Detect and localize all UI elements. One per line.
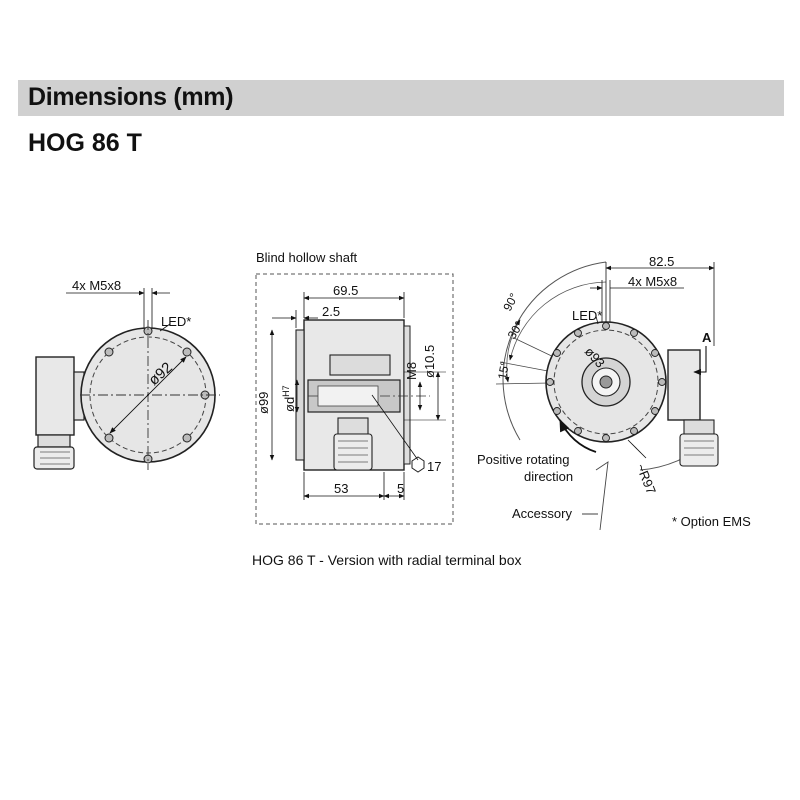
- hex-label: 17: [427, 459, 441, 474]
- option-note: * Option EMS: [672, 514, 751, 529]
- cable-gland-middle: [333, 433, 373, 471]
- terminal-box-front: [667, 349, 701, 421]
- hex-nut-icon: [411, 456, 425, 473]
- right-bolt-label: 4x M5x8: [628, 274, 677, 289]
- dim-base-label: 53: [334, 481, 348, 496]
- bolt-hole: [182, 347, 192, 357]
- header-bar: Dimensions (mm): [18, 80, 784, 116]
- drawing-caption: HOG 86 T - Version with radial terminal …: [252, 552, 522, 568]
- dim-length-label: 69.5: [333, 283, 358, 298]
- accessory-label: Accessory: [512, 506, 572, 521]
- dim-offset-label: 2.5: [322, 304, 340, 319]
- bolt-hole: [182, 433, 192, 443]
- rotate-label-2: direction: [524, 469, 573, 484]
- left-led-label: LED*: [161, 314, 191, 329]
- dim-outer-label: ø99: [256, 392, 271, 414]
- dim-width-label: 82.5: [649, 254, 674, 269]
- header-title: Dimensions (mm): [28, 83, 234, 111]
- right-led-label: LED*: [572, 308, 602, 323]
- middle-view: Blind hollow shaft: [255, 250, 454, 525]
- dim-thread-label: M8: [404, 362, 419, 380]
- rotate-label-1: Positive rotating: [477, 452, 570, 467]
- angle-30-label: 30°: [505, 319, 527, 342]
- terminal-box: [35, 356, 75, 436]
- model-title: HOG 86 T: [28, 129, 142, 157]
- bolt-hole: [104, 347, 114, 357]
- cable-gland: [37, 434, 71, 448]
- angle-90-label: 90°: [500, 291, 521, 314]
- middle-view-title: Blind hollow shaft: [256, 250, 358, 265]
- left-bolt-label: 4x M5x8: [72, 278, 121, 293]
- angle-15-label: 15°: [495, 360, 512, 380]
- left-view: 4x M5x8 LED* ø92: [33, 278, 220, 470]
- dim-end-label: 5: [397, 481, 404, 496]
- radius-label: ~R97: [633, 462, 659, 497]
- view-a-label: A: [702, 330, 712, 345]
- dim-small-label: ø10.5: [422, 345, 437, 378]
- dim-bore-label: ødH7: [281, 385, 297, 412]
- shaft-frame: [255, 273, 454, 525]
- right-view: 82.5 4x M5x8 LED* 90° 30° 15° ø93 A Posi…: [477, 254, 751, 531]
- bolt-hole: [104, 433, 114, 443]
